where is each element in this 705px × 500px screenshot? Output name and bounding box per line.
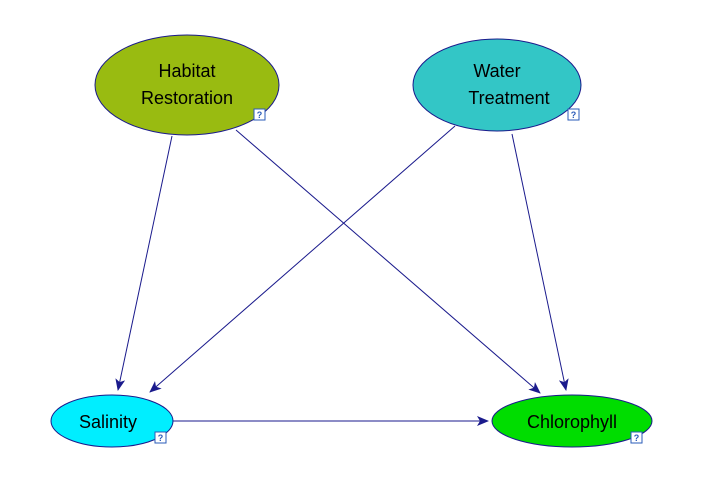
edge-water-to-salinity[interactable] — [149, 125, 456, 393]
node-salinity-label: Salinity — [79, 412, 137, 432]
edge-habitat-to-salinity[interactable] — [115, 135, 173, 391]
svg-text:?: ? — [257, 110, 263, 120]
node-salinity[interactable]: Salinity ? — [50, 394, 174, 448]
node-chlorophyll[interactable]: Chlorophyll ? — [491, 394, 653, 448]
node-habitat-restoration-label-line1: Habitat — [158, 61, 215, 81]
edge-habitat-to-chlorophyll[interactable] — [235, 129, 541, 394]
node-salinity-ellipse — [50, 394, 174, 448]
node-water-treatment-label-line2: Treatment — [468, 88, 549, 108]
help-icon[interactable]: ? — [154, 431, 167, 444]
node-chlorophyll-ellipse — [491, 394, 653, 448]
edge-water-to-chlorophyll[interactable] — [511, 133, 569, 391]
node-water-treatment-label-line1: Water — [473, 61, 520, 81]
node-water-treatment-ellipse — [412, 38, 582, 132]
help-icon[interactable]: ? — [253, 108, 266, 121]
node-habitat-restoration-label-line2: Restoration — [141, 88, 233, 108]
svg-text:?: ? — [158, 433, 164, 443]
help-icon[interactable]: ? — [630, 431, 643, 444]
node-chlorophyll-label: Chlorophyll — [527, 412, 617, 432]
help-icon[interactable]: ? — [567, 108, 580, 121]
svg-text:?: ? — [571, 110, 577, 120]
node-water-treatment[interactable]: Water Treatment ? — [412, 38, 582, 132]
node-habitat-restoration-ellipse — [94, 34, 280, 136]
edge-layer — [115, 125, 569, 426]
svg-text:?: ? — [634, 433, 640, 443]
node-habitat-restoration[interactable]: Habitat Restoration ? — [94, 34, 280, 136]
